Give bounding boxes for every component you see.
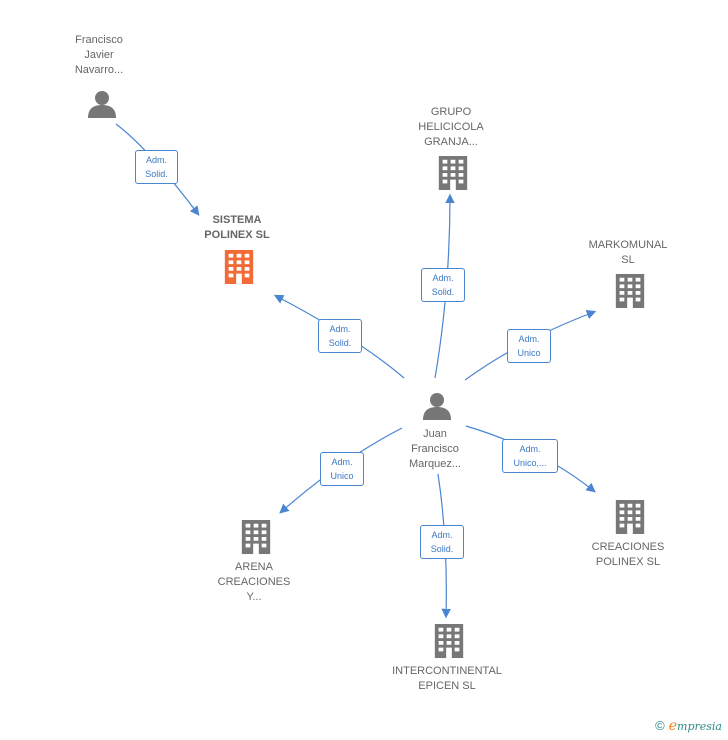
edge-role-line: Adm. [518,334,540,344]
label-line: SISTEMA [212,214,262,226]
label-line: Juan [423,428,447,440]
label-line: POLINEX SL [595,556,661,568]
edge-role-line: Adm. [432,273,454,283]
node-label-intercontinental[interactable]: INTERCONTINENTAL EPICEN SL [392,664,502,694]
building-icon[interactable] [438,156,468,190]
node-label-juan[interactable]: Juan Francisco Marquez... [409,427,461,472]
brand-footer[interactable]: ©empresia [655,718,722,734]
label-line: CREACIONES [591,541,665,553]
edge-role-line: Unico,... [513,458,547,468]
node-label-sistema[interactable]: SISTEMA POLINEX SL [204,213,269,243]
edge-role-line: Solid. [431,287,455,297]
building-icon[interactable] [615,274,645,308]
edge-label-juan-creaciones: Adm. Unico,... [502,439,558,473]
edge-label-juan-sistema: Adm. Solid. [318,319,362,353]
person-icon[interactable] [88,91,116,118]
edge-role-line: Solid. [430,544,454,554]
label-line: HELICICOLA [418,121,484,133]
node-label-arena[interactable]: ARENA CREACIONES Y... [218,560,291,605]
label-line: GRANJA... [424,136,478,148]
edge-label-juan-markomunal: Adm. Unico [507,329,551,363]
building-icon-focus[interactable] [224,250,254,284]
edge-label-juan-intercontinental: Adm. Solid. [420,525,464,559]
node-label-markomunal[interactable]: MARKOMUNAL SL [589,238,668,268]
edge-label-juan-arena: Adm. Unico [320,452,364,486]
label-line: Francisco [75,34,123,46]
building-icon[interactable] [241,520,271,554]
label-line: Navarro... [74,64,124,76]
copyright-icon: © [655,718,665,733]
label-line: Y... [246,591,262,603]
node-label-creaciones[interactable]: CREACIONES POLINEX SL [592,540,665,570]
building-icon[interactable] [434,624,464,658]
edge-role-line: Adm. [329,324,351,334]
label-line: EPICEN SL [418,680,476,692]
building-icon[interactable] [615,500,645,534]
person-icon[interactable] [423,393,451,420]
label-line: MARKOMUNAL [588,239,668,251]
node-label-grupo[interactable]: GRUPO HELICICOLA GRANJA... [418,105,483,150]
edge-role-line: Adm. [431,530,453,540]
label-line: SL [621,254,635,266]
edge-role-line: Unico [330,471,354,481]
edge-role-line: Adm. [145,155,167,165]
edge-role-line: Solid. [145,169,168,179]
brand-logo-text: mpresia [677,720,722,733]
label-line: GRUPO [430,106,472,118]
edge-role-line: Solid. [328,338,352,348]
label-line: Marquez... [409,458,461,470]
label-line: POLINEX SL [204,229,270,241]
node-label-francisco[interactable]: Francisco Javier Navarro... [75,33,123,78]
label-line: ARENA [235,561,273,573]
label-line: Javier [84,49,114,61]
edge-label-francisco-sistema: Adm. Solid. [135,150,178,184]
edge-role-line: Adm. [331,457,353,467]
label-line: CREACIONES [217,576,291,588]
label-line: INTERCONTINENTAL [392,665,502,677]
label-line: Francisco [411,443,459,455]
edge-role-line: Unico [517,348,541,358]
brand-logo-initial: e [668,718,678,734]
edge-label-juan-grupo: Adm. Solid. [421,268,465,302]
edge-role-line: Adm. [519,444,541,454]
